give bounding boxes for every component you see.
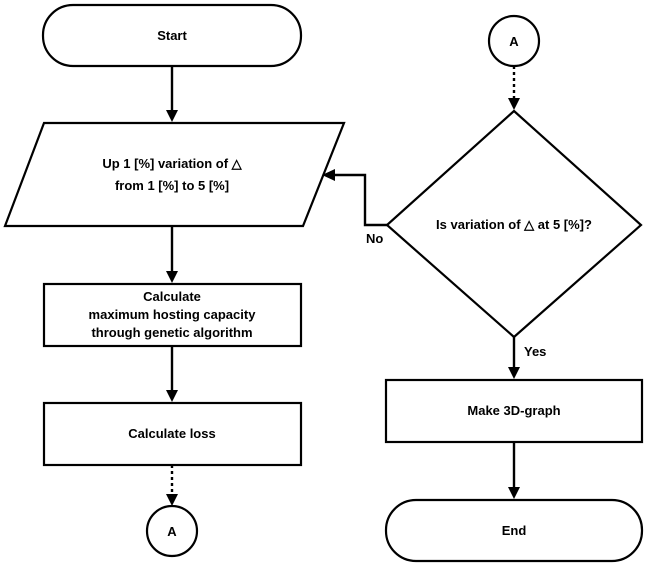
arrowhead-variation — [166, 110, 178, 122]
end-terminator — [384, 498, 644, 563]
connector-a-bottom — [145, 504, 199, 558]
calculate-capacity-process — [42, 282, 303, 348]
connector-a-bottom-label: A — [167, 524, 177, 539]
end-label: End — [502, 523, 527, 538]
no-label: No — [366, 231, 383, 246]
arrowhead-capacity — [166, 271, 178, 283]
make-graph-process — [384, 378, 644, 444]
yes-label: Yes — [524, 344, 546, 359]
decision-label: Is variation of △ at 5 [%]? — [436, 217, 592, 232]
calculate-loss-label: Calculate loss — [128, 426, 215, 441]
calculate-loss-process — [42, 401, 303, 467]
calculate-capacity-line2: maximum hosting capacity — [89, 307, 257, 322]
edge-no-loop — [333, 173, 387, 227]
start-label: Start — [157, 28, 187, 43]
arrowhead-loss — [166, 390, 178, 402]
arrowhead-make-graph — [508, 367, 520, 379]
variation-label-line2: from 1 [%] to 5 [%] — [115, 178, 229, 193]
calculate-capacity-line1: Calculate — [143, 289, 201, 304]
variation-label-line1: Up 1 [%] variation of △ — [102, 156, 242, 171]
arrowhead-end — [508, 487, 520, 499]
arrowhead-decision — [508, 98, 520, 110]
make-graph-label: Make 3D-graph — [467, 403, 560, 418]
variation-input-parallelogram — [3, 121, 346, 228]
arrowhead-no-loop — [322, 169, 335, 181]
arrowhead-connector-bottom — [166, 494, 178, 506]
calculate-capacity-line3: through genetic algorithm — [91, 325, 252, 340]
connector-a-top-label: A — [509, 34, 519, 49]
